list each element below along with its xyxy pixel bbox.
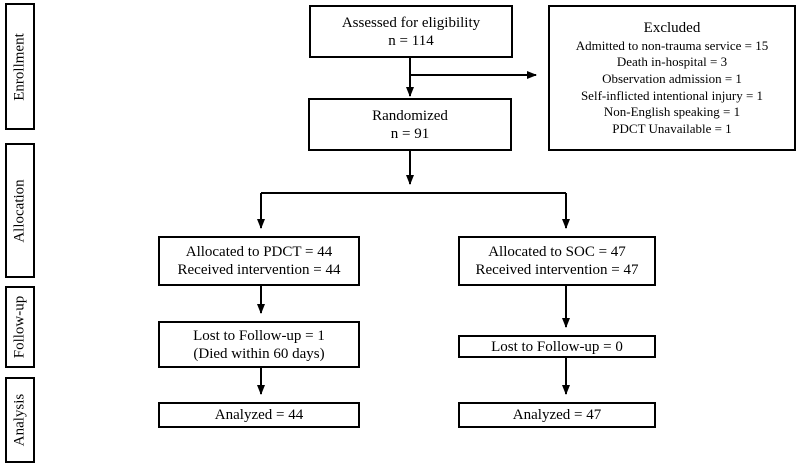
excluded-item: Non-English speaking = 1 — [603, 104, 741, 120]
stage-label: Follow-up — [11, 295, 28, 359]
excluded-item: Observation admission = 1 — [602, 70, 742, 86]
soc-followup-box: Lost to Follow-up = 0 — [458, 335, 656, 358]
soc-received: Received intervention = 47 — [475, 262, 639, 278]
soc-analysis-box: Analyzed = 47 — [458, 402, 656, 428]
excluded-title: Excluded — [643, 19, 701, 36]
stage-label: Allocation — [11, 178, 28, 243]
stage-label: Enrollment — [11, 32, 28, 101]
soc-lost: Lost to Follow-up = 0 — [491, 338, 623, 355]
stage-allocation: Allocation — [5, 143, 35, 278]
excluded-item: Death in-hospital = 3 — [616, 54, 728, 70]
assessed-box: Assessed for eligibility n = 114 — [309, 5, 513, 58]
stage-analysis: Analysis — [5, 377, 35, 463]
stage-enrollment: Enrollment — [5, 3, 35, 130]
randomized-count: n = 91 — [390, 125, 430, 142]
excluded-item: Self-inflicted intentional injury = 1 — [580, 87, 764, 103]
pdct-received: Received intervention = 44 — [177, 262, 341, 278]
pdct-allocation-box: Allocated to PDCT = 44 Received interven… — [158, 236, 360, 286]
pdct-lost: Lost to Follow-up = 1 — [193, 327, 325, 344]
pdct-lost-note: (Died within 60 days) — [193, 345, 325, 362]
pdct-analysis-box: Analyzed = 44 — [158, 402, 360, 428]
assessed-label: Assessed for eligibility — [341, 14, 481, 31]
assessed-count: n = 114 — [388, 32, 434, 49]
stage-label: Analysis — [11, 393, 28, 447]
excluded-box: Excluded Admitted to non-trauma service … — [548, 5, 796, 151]
soc-allocation-box: Allocated to SOC = 47 Received intervent… — [458, 236, 656, 286]
pdct-analyzed: Analyzed = 44 — [214, 407, 304, 423]
randomized-box: Randomized n = 91 — [308, 98, 512, 151]
soc-allocated: Allocated to SOC = 47 — [488, 244, 626, 260]
pdct-allocated: Allocated to PDCT = 44 — [185, 244, 333, 260]
excluded-item: PDCT Unavailable = 1 — [612, 120, 732, 136]
excluded-item: Admitted to non-trauma service = 15 — [575, 37, 769, 53]
stage-followup: Follow-up — [5, 286, 35, 368]
randomized-label: Randomized — [372, 107, 448, 124]
soc-analyzed: Analyzed = 47 — [512, 407, 602, 423]
pdct-followup-box: Lost to Follow-up = 1 (Died within 60 da… — [158, 321, 360, 368]
